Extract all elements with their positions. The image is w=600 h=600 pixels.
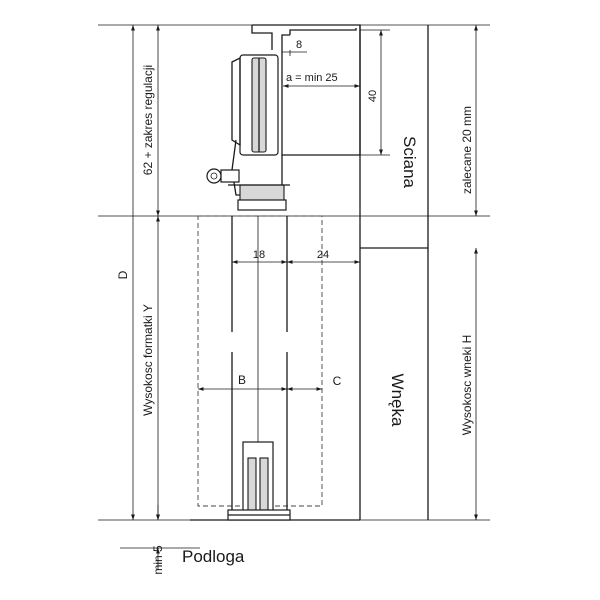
dim-8: 8 <box>296 39 302 51</box>
dim-B: B <box>238 373 246 387</box>
dim-40: 40 <box>367 90 379 102</box>
bottom-guide <box>227 441 291 521</box>
label-floor: Podloga <box>182 547 245 566</box>
label-wall: Sciana <box>400 136 419 189</box>
dimension-lines <box>131 25 478 570</box>
dim-D: D <box>116 270 130 279</box>
top-rail-and-trolley <box>206 24 361 211</box>
dim-C: C <box>333 374 342 388</box>
label-niche: Wnęka <box>388 374 407 427</box>
dim-18: 18 <box>253 249 265 261</box>
dim-niche-height-H: Wysokosc wneki H <box>460 335 474 436</box>
structure-lines <box>98 24 490 549</box>
dim-min-5: min 5 <box>151 545 165 575</box>
dim-min-25: a = min 25 <box>286 72 338 84</box>
dim-62-adjustment-range: 62 + zakres regulacji <box>141 65 155 175</box>
dim-recommended-20mm: zalecane 20 mm <box>460 106 474 194</box>
dim-panel-height-Y: Wysokosc formatki Y <box>141 304 155 416</box>
dim-24: 24 <box>317 249 329 261</box>
